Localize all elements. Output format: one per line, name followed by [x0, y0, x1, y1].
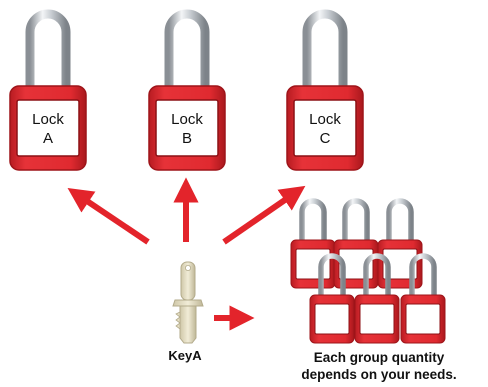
padlock-icon	[286, 9, 364, 171]
quantity-note-line1: Each group quantity	[313, 350, 445, 365]
lock-a-word: Lock	[32, 111, 64, 128]
quantity-note-line2: depends on your needs.	[301, 367, 457, 382]
lock-b-letter: B	[181, 130, 192, 147]
lock-c-word: Lock	[309, 111, 341, 128]
arrow-icon	[67, 187, 150, 245]
key-label-word: Key	[168, 348, 193, 363]
lock-b-word: Lock	[171, 111, 203, 128]
quantity-note: Each group quantity depends on your need…	[270, 349, 488, 383]
key-label-letter: A	[192, 348, 202, 363]
padlock-icon	[9, 9, 87, 171]
padlock-icon	[354, 253, 400, 344]
arrow-icon	[222, 185, 306, 245]
padlock-icon	[148, 9, 226, 171]
lock-a-letter: A	[42, 130, 53, 147]
key-icon	[172, 261, 204, 344]
padlock-icon	[290, 198, 336, 289]
padlock-icon	[309, 253, 355, 344]
lock-c-letter: C	[319, 130, 331, 147]
key-label: KeyA	[155, 348, 215, 363]
padlock-icon	[377, 198, 423, 289]
padlock-icon	[400, 253, 446, 344]
